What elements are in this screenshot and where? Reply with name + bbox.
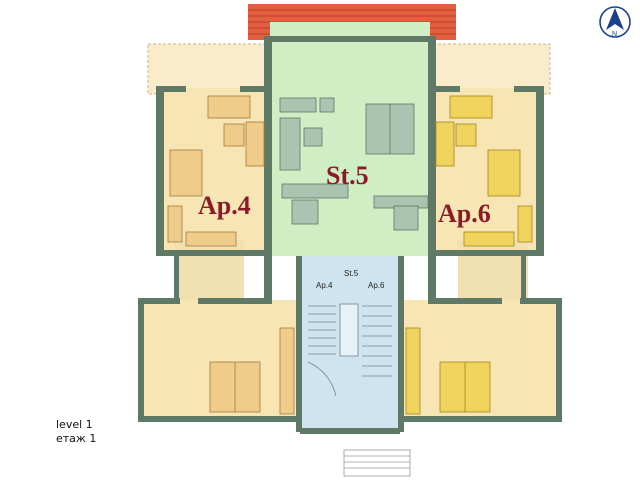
apartment-6-bath [458, 240, 528, 300]
studio-5-label: St.5 [326, 161, 369, 190]
bed-right [439, 361, 491, 413]
wardrobe-right [405, 327, 421, 415]
apartment-4-furniture [167, 95, 265, 247]
compass-north-letter: N [612, 31, 617, 38]
wardrobe-left [279, 327, 295, 415]
north-compass-icon: N [599, 6, 631, 38]
walls [138, 36, 562, 434]
stair-label-ap6: Ap.6 [368, 281, 385, 290]
entrance-steps [343, 449, 411, 477]
stair-label-studio: St.5 [344, 269, 359, 278]
apartment-4-label: Ap.4 [198, 191, 251, 220]
stair-label-ap4: Ap.4 [316, 281, 333, 290]
apartment-6-furniture [435, 95, 533, 247]
level-label: level 1 [56, 418, 93, 431]
bed-left [209, 361, 261, 413]
stair-flights [307, 303, 392, 397]
studio-furniture [279, 97, 429, 231]
floor-label: етаж 1 [56, 432, 97, 445]
apartment-6-label: Ap.6 [438, 199, 491, 228]
right-terrace [427, 43, 551, 95]
apartment-4-bath [174, 240, 244, 300]
